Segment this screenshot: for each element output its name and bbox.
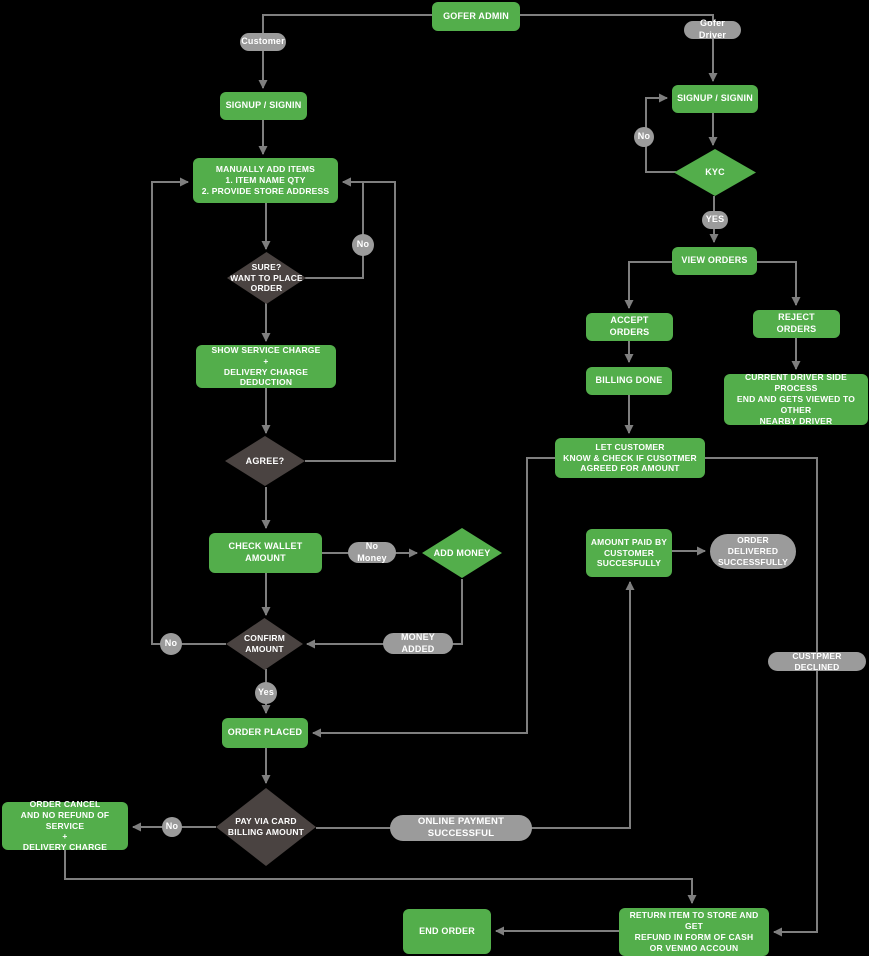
connector-let-customer-to-order-placed [312, 457, 555, 738]
node-order-placed: ORDER PLACED [222, 718, 308, 748]
label-online-payment-successful: ONLINE PAYMENT SUCCESSFUL [390, 815, 532, 841]
node-let-customer-know: LET CUSTOMER KNOW & CHECK IF CUSOTMER AG… [555, 438, 705, 478]
label-no-confirm: No [160, 633, 182, 655]
label-custpmer-declined: CUSTPMER DECLINED [768, 651, 866, 672]
node-signup-customer: SIGNUP / SIGNIN [220, 92, 307, 120]
connector-add-money-to-confirm [306, 579, 463, 649]
label-no-pay: No [162, 817, 182, 837]
connector-pay-success-to-amount-paid [316, 581, 635, 829]
node-accept-orders: ACCEPT ORDERS [586, 313, 673, 341]
node-end-order: END ORDER [403, 909, 491, 954]
label-yes-confirm: Yes [255, 682, 277, 704]
node-reject-orders: REJECT ORDERS [753, 310, 840, 338]
node-signup-driver: SIGNUP / SIGNIN [672, 85, 758, 113]
node-view-orders: VIEW ORDERS [672, 247, 757, 275]
connector-view-to-reject [757, 261, 801, 306]
node-gofer-admin: GOFER ADMIN [432, 2, 520, 31]
connector-admin-to-driver-signup [520, 14, 718, 82]
node-current-driver-process: CURRENT DRIVER SIDE PROCESS END AND GETS… [724, 372, 868, 426]
node-show-service-charge: SHOW SERVICE CHARGE + DELIVERY CHARGE DE… [196, 345, 336, 388]
badge-customer: Customer [240, 33, 286, 51]
label-no-kyc: No [634, 127, 654, 147]
node-order-cancel: ORDER CANCEL AND NO REFUND OF SERVICE + … [2, 799, 128, 852]
label-yes-kyc: YES [702, 211, 728, 229]
badge-gofer-driver: Gofer Driver [684, 18, 741, 40]
node-check-wallet-amount: CHECK WALLET AMOUNT [209, 533, 322, 573]
node-return-item: RETURN ITEM TO STORE AND GET REFUND IN F… [619, 908, 769, 956]
connector-order-cancel-to-return [64, 850, 697, 904]
connector-agree-no-loop [305, 177, 396, 462]
connector-confirm-no-loop [151, 177, 226, 645]
connector-view-to-accept [624, 261, 672, 309]
label-no-money: No Money [348, 541, 396, 563]
label-money-added: MONEY ADDED [383, 632, 453, 654]
node-billing-done: BILLING DONE [586, 367, 672, 395]
node-manually-add-items: MANUALLY ADD ITEMS 1. ITEM NAME QTY 2. P… [193, 158, 338, 203]
connector-admin-to-customer-signup [258, 14, 432, 89]
label-no-sure: No [352, 234, 374, 256]
node-amount-paid: AMOUNT PAID BY CUSTOMER SUCCESFULLY [586, 529, 672, 577]
label-order-delivered: ORDER DELIVERED SUCCESSFULLY [710, 534, 796, 569]
connector-let-customer-declined-to-return [705, 457, 818, 937]
